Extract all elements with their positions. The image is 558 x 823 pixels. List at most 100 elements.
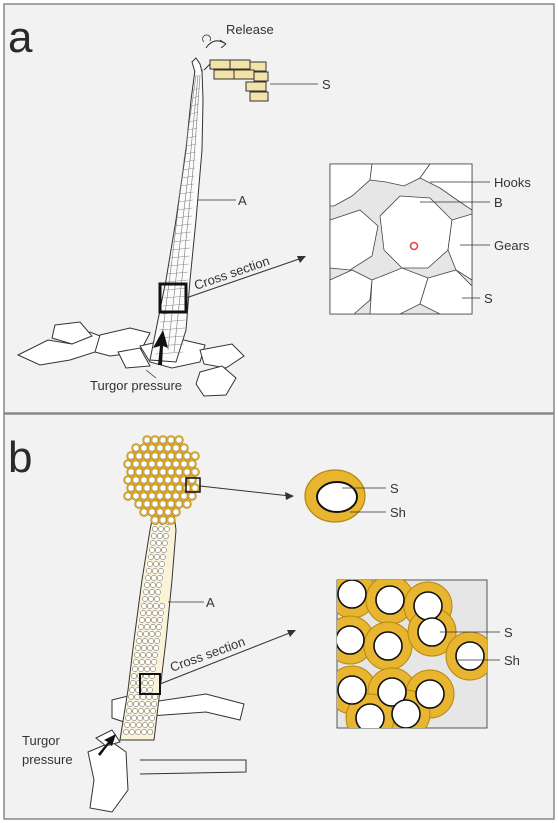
head-spore <box>168 469 174 475</box>
stalk-cell <box>145 575 150 580</box>
stalk-cell <box>145 659 150 664</box>
stalk-cell <box>147 687 152 692</box>
head-spore <box>176 485 182 491</box>
head-spore <box>184 469 190 475</box>
stalk-cell <box>154 554 159 559</box>
stalk-cell <box>146 701 151 706</box>
panel-b-ring <box>305 470 365 522</box>
stalk-cell <box>156 624 161 629</box>
head-spore <box>165 477 171 483</box>
head-spore <box>168 437 174 443</box>
stalk-cell <box>136 638 141 643</box>
head-spore <box>176 501 182 507</box>
head-spore <box>181 493 187 499</box>
head-spore <box>152 485 158 491</box>
head-spore <box>157 493 163 499</box>
panel-b-label-a: A <box>206 595 215 610</box>
head-spore <box>165 493 171 499</box>
stalk-cell <box>143 722 148 727</box>
stalk-cell <box>147 561 152 566</box>
stalk-cell <box>145 708 150 713</box>
head-spore <box>189 493 195 499</box>
stalk-cell <box>152 701 157 706</box>
inset-spore <box>376 586 404 614</box>
head-spore <box>181 461 187 467</box>
stalk-cell <box>131 722 136 727</box>
stalk-cell <box>146 568 151 573</box>
head-spore <box>189 461 195 467</box>
stalk-cell <box>151 708 156 713</box>
head-spore <box>192 485 198 491</box>
head-spore <box>160 517 166 523</box>
stalk-cell <box>148 554 153 559</box>
head-spore <box>173 461 179 467</box>
head-spore <box>136 485 142 491</box>
stalk-cell <box>155 547 160 552</box>
head-spore <box>152 517 158 523</box>
stalk-cell <box>138 715 143 720</box>
stalk-cell <box>142 729 147 734</box>
stalk-cell <box>153 603 158 608</box>
head-spore <box>173 445 179 451</box>
stalk-cell <box>127 708 132 713</box>
head-spore <box>136 469 142 475</box>
head-spore <box>184 485 190 491</box>
head-spore <box>144 437 150 443</box>
panel-a-letter: a <box>8 13 33 62</box>
stalk-cell <box>158 526 163 531</box>
head-spore <box>157 477 163 483</box>
panel-a-label-release: Release <box>226 22 274 37</box>
head-spore <box>152 469 158 475</box>
head-spore <box>176 453 182 459</box>
head-spore <box>136 453 142 459</box>
stalk-cell <box>137 631 142 636</box>
stalk-cell <box>150 666 155 671</box>
panel-a-inset-label-b: B <box>494 195 503 210</box>
stalk-cell <box>150 624 155 629</box>
stalk-cell <box>152 526 157 531</box>
stalk-cell <box>140 694 145 699</box>
head-spore <box>144 469 150 475</box>
head-spore <box>173 509 179 515</box>
panel-b-label-turgor-2: pressure <box>22 752 73 767</box>
stalk-cell <box>148 596 153 601</box>
stalk-cell <box>163 533 168 538</box>
panel-a-inset-label-hooks: Hooks <box>494 175 531 190</box>
stalk-cell <box>149 589 154 594</box>
stalk-cell <box>144 582 149 587</box>
head-spore <box>125 477 131 483</box>
stalk-cell <box>147 645 152 650</box>
stalk-cell <box>130 680 135 685</box>
stalk-cell <box>139 659 144 664</box>
stalk-cell <box>144 715 149 720</box>
stalk-cell <box>134 652 139 657</box>
stalk-cell <box>143 589 148 594</box>
panel-a-inset <box>330 164 472 314</box>
stalk-cell <box>142 596 147 601</box>
stalk-cell <box>146 652 151 657</box>
head-spore <box>141 445 147 451</box>
inset-spore <box>414 592 442 620</box>
stalk-cell <box>147 603 152 608</box>
head-spore <box>165 461 171 467</box>
head-spore <box>133 493 139 499</box>
head-spore <box>149 509 155 515</box>
stalk-cell <box>133 659 138 664</box>
head-spore <box>192 453 198 459</box>
stalk-cell <box>135 645 140 650</box>
stalk-cell <box>156 582 161 587</box>
head-spore <box>152 453 158 459</box>
head-spore <box>165 445 171 451</box>
head-spore <box>128 469 134 475</box>
stalk-cell <box>152 610 157 615</box>
stalk-cell <box>134 701 139 706</box>
head-spore <box>128 485 134 491</box>
panel-a-label-turgor: Turgor pressure <box>90 378 182 393</box>
inset-spore <box>374 632 402 660</box>
stalk-cell <box>151 575 156 580</box>
stalk-cell <box>141 645 146 650</box>
panel-b-label-turgor-1: Turgor <box>22 733 60 748</box>
stalk-cell <box>138 666 143 671</box>
